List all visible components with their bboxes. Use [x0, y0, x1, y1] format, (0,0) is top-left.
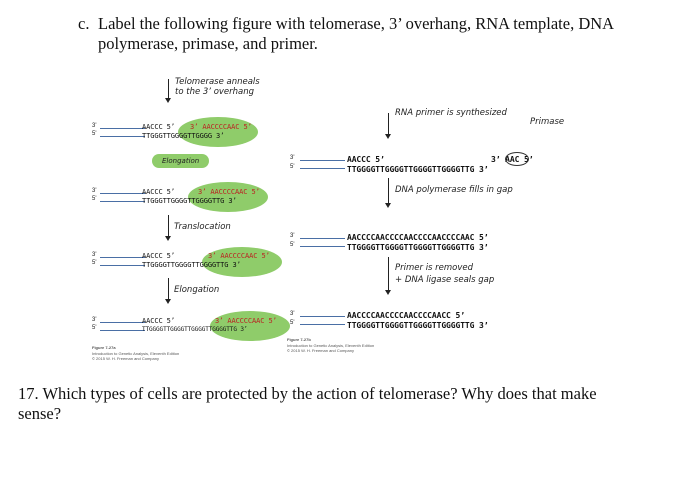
- bottom-seq: TTGGGGTTGGGGTTGGGGTTGGGGTTG 3’: [142, 326, 248, 333]
- end-label: 5': [92, 131, 97, 137]
- telomerase-enzyme: [178, 117, 258, 147]
- question-17-text: 17. Which types of cells are protected b…: [18, 384, 597, 423]
- bottom-seq: TTGGGGTTGGGGTTGGGGTTGGGGTTG 3’: [347, 165, 489, 174]
- end-label: 3': [92, 317, 97, 323]
- top-seq: AACCCCAACCCCAACCCCAACCCCAAC 5’: [347, 233, 489, 242]
- primer-circle: [505, 152, 529, 166]
- question-c-text: Label the following figure with telomera…: [98, 14, 614, 53]
- dna-top-strand: [100, 322, 145, 323]
- annotation-rna-primer: RNA primer is synthesized: [395, 108, 507, 118]
- rna-template: 3’ AACCCCAAC 5’: [215, 317, 277, 325]
- figure-caption-line1: Introduction to Genetic Analysis, Eleven…: [92, 351, 180, 356]
- end-label: 3': [92, 188, 97, 194]
- top-seq: AACCC 5’: [142, 317, 175, 325]
- top-seq: AACCCCAACCCCAACCCCAACC 5’: [347, 311, 465, 320]
- dna-bottom-strand: [300, 246, 345, 247]
- end-label: 5': [92, 325, 97, 331]
- step-elongation-1: Elongation: [152, 154, 210, 168]
- telomerase-enzyme: [210, 311, 290, 341]
- telomerase-enzyme: [188, 182, 268, 212]
- end-label: 5': [290, 320, 295, 326]
- end-label: 3': [290, 233, 295, 239]
- figure-caption-title: Figure 7-27b: [287, 337, 311, 342]
- top-seq: AACCC 5’: [142, 252, 175, 260]
- annotation-primer-removed: Primer is removed: [395, 263, 474, 273]
- bottom-seq: TTGGGGTTGGGGTTGGGGTTGGGGTTG 3’: [347, 321, 489, 330]
- dna-top-strand: [300, 238, 345, 239]
- dna-top-strand: [100, 193, 145, 194]
- arrow-ligase: [385, 257, 391, 295]
- dna-bottom-strand: [100, 136, 145, 137]
- dna-top-strand: [300, 160, 345, 161]
- annotation-dna-polymerase: DNA polymerase fills in gap: [395, 185, 513, 195]
- dna-bottom-strand: [100, 330, 145, 331]
- telomerase-enzyme: [202, 247, 282, 277]
- figure-caption-title: Figure 7-27a: [92, 345, 116, 350]
- question-c-number: c.: [78, 14, 90, 33]
- arrow-elongation-2: [165, 278, 171, 304]
- bottom-seq: TTGGGGTTGGGGTTGGGGTTG 3’: [142, 261, 241, 269]
- arrow-anneal: [165, 79, 171, 103]
- dna-bottom-strand: [300, 324, 345, 325]
- bottom-seq: TTGGGTTGGGGTTGGGGTTG 3’: [142, 197, 237, 205]
- rna-template: 3’ AACCCCAAC 5’: [208, 252, 270, 260]
- arrow-primer-synth: [385, 113, 391, 139]
- top-seq: AACCC 5’: [347, 155, 385, 164]
- arrow-polymerase: [385, 178, 391, 208]
- annotation-primase: Primase: [530, 117, 565, 127]
- rna-template: 3’ AACCCCAAC 5’: [198, 188, 260, 196]
- arrow-translocation: [165, 215, 171, 241]
- figure-caption-line2: © 2015 W. H. Freeman and Company: [287, 348, 354, 353]
- end-label: 3': [92, 252, 97, 258]
- dna-top-strand: [100, 128, 145, 129]
- end-label: 5': [290, 164, 295, 170]
- top-seq: AACCC 5’: [142, 188, 175, 196]
- dna-bottom-strand: [300, 168, 345, 169]
- right-figure: RNA primer is synthesized Primase 3' 5' …: [285, 105, 575, 365]
- figure-caption-line1: Introduction to Genetic Analysis, Eleven…: [287, 343, 375, 348]
- top-seq: AACCC 5’: [142, 123, 175, 131]
- annotation-telomerase-anneals: Telomerase anneals to the 3’ overhang: [175, 77, 260, 97]
- step-translocation: Translocation: [174, 222, 231, 232]
- bottom-seq: TTGGGGTTGGGGTTGGGGTTGGGGTTG 3’: [347, 243, 489, 252]
- end-label: 5': [92, 196, 97, 202]
- end-label: 5': [290, 242, 295, 248]
- end-label: 3': [290, 311, 295, 317]
- left-figure: Telomerase anneals to the 3’ overhang 3'…: [90, 75, 290, 365]
- end-label: 3': [92, 123, 97, 129]
- dna-bottom-strand: [100, 265, 145, 266]
- step-elongation-2: Elongation: [174, 285, 220, 295]
- bottom-seq: TTGGGTTGGGGTTGGGG 3’: [142, 132, 225, 140]
- dna-bottom-strand: [100, 201, 145, 202]
- figure-caption-line2: © 2015 W. H. Freeman and Company: [92, 356, 159, 361]
- dna-top-strand: [100, 257, 145, 258]
- end-label: 3': [290, 155, 295, 161]
- rna-template: 3’ AACCCCAAC 5’: [190, 123, 252, 131]
- end-label: 5': [92, 260, 97, 266]
- dna-top-strand: [300, 316, 345, 317]
- annotation-ligase: + DNA ligase seals gap: [395, 275, 495, 285]
